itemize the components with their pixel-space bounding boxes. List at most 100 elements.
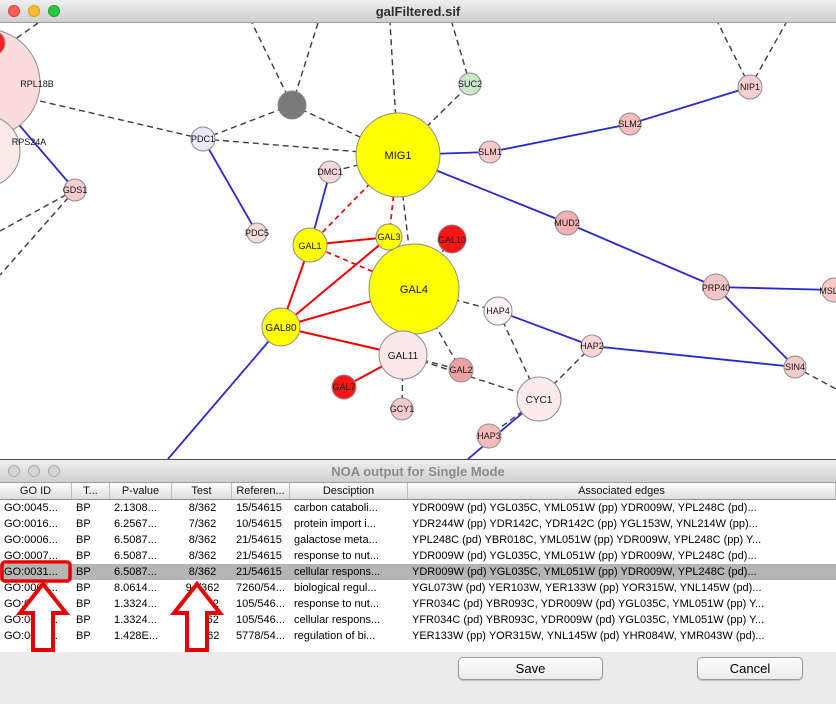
- table-cell[interactable]: YER133W (pp) YOR315W, YNL145W (pd) YHR08…: [412, 630, 765, 642]
- table-row[interactable]: GO:0045... BP 2.1308... 8/362 15/54615 carbon…: [0, 500, 836, 516]
- table-cell[interactable]: cellular respons...: [294, 566, 381, 578]
- table-cell[interactable]: GO:0045...: [4, 502, 58, 514]
- node-hap4[interactable]: [483, 296, 513, 326]
- node-hap3[interactable]: [476, 423, 502, 449]
- zoom-button[interactable]: [48, 465, 60, 477]
- table-cell[interactable]: galactose meta...: [294, 534, 378, 546]
- node-gal1[interactable]: [292, 227, 328, 263]
- table-cell[interactable]: GO:0009...: [4, 598, 58, 610]
- node-unlabeled-red[interactable]: [0, 31, 6, 55]
- table-cell[interactable]: YDR244W (pp) YDR142C, YDR142C (pp) YGL15…: [412, 518, 758, 530]
- table-cell[interactable]: 6.5087...: [114, 566, 157, 578]
- table-cell[interactable]: 11/362: [186, 598, 219, 610]
- node-pdc1[interactable]: [190, 126, 216, 152]
- table-cell[interactable]: GO:0007...: [4, 550, 58, 562]
- node-hap2[interactable]: [580, 334, 604, 358]
- table-cell[interactable]: GO:0031...: [4, 566, 58, 578]
- table-cell[interactable]: biological regul...: [294, 582, 377, 594]
- node-nip1[interactable]: [737, 74, 763, 100]
- table-cell[interactable]: BP: [76, 614, 91, 626]
- table-cell[interactable]: 8.0614...: [114, 582, 157, 594]
- column-header-test[interactable]: Test: [172, 483, 232, 499]
- table-cell[interactable]: 5778/54...: [236, 630, 285, 642]
- minimize-button[interactable]: [28, 465, 40, 477]
- network-titlebar[interactable]: galFiltered.sif: [0, 0, 836, 23]
- zoom-button[interactable]: [48, 5, 60, 17]
- node-gal7[interactable]: [331, 374, 357, 400]
- node-gcy1[interactable]: [390, 397, 414, 421]
- table-cell[interactable]: 10/54615: [236, 518, 282, 530]
- network-canvas[interactable]: RPL18B RPS24A GDS1 PDC1 DMC1 MIG1 SUC2 S…: [0, 23, 836, 459]
- table-cell[interactable]: 21/54615: [236, 534, 282, 546]
- table-cell[interactable]: GO:0050...: [4, 630, 58, 642]
- column-header-reference[interactable]: Referen...: [232, 483, 290, 499]
- table-cell[interactable]: 1.428E...: [114, 630, 159, 642]
- table-cell[interactable]: 8/362: [188, 566, 217, 578]
- table-cell[interactable]: YFR034C (pd) YBR093C, YDR009W (pd) YGL03…: [412, 598, 765, 610]
- close-button[interactable]: [8, 5, 20, 17]
- table-cell[interactable]: 2.1308...: [114, 502, 157, 514]
- node-mud2[interactable]: [554, 210, 580, 236]
- node-unlabeled-gray[interactable]: [277, 90, 307, 120]
- table-cell[interactable]: YDR009W (pd) YGL035C, YML051W (pp) YDR00…: [412, 550, 757, 562]
- table-cell[interactable]: response to nut...: [294, 598, 379, 610]
- node-prp40[interactable]: [702, 273, 730, 301]
- table-cell[interactable]: BP: [76, 582, 91, 594]
- node-gal3[interactable]: [375, 223, 403, 251]
- node-slm1[interactable]: [478, 140, 502, 164]
- table-cell[interactable]: BP: [76, 502, 91, 514]
- table-cell[interactable]: YGL073W (pd) YER103W, YER133W (pp) YOR31…: [412, 582, 762, 594]
- table-cell[interactable]: protein import i...: [294, 518, 376, 530]
- table-cell[interactable]: 1.3324...: [114, 598, 157, 610]
- column-header-type[interactable]: T...: [72, 483, 110, 499]
- node-sin4[interactable]: [783, 355, 807, 379]
- column-header-p-value[interactable]: P-value: [110, 483, 172, 499]
- table-cell[interactable]: YPL248C (pd) YBR018C, YML051W (pp) YDR00…: [412, 534, 762, 546]
- minimize-button[interactable]: [28, 5, 40, 17]
- table-cell[interactable]: response to nut...: [294, 550, 379, 562]
- table-cell[interactable]: 21/54615: [236, 550, 282, 562]
- table-cell[interactable]: YDR009W (pd) YGL035C, YML051W (pp) YDR00…: [412, 566, 757, 578]
- table-cell[interactable]: BP: [76, 518, 91, 530]
- node-gal2[interactable]: [448, 357, 474, 383]
- table-cell[interactable]: 8/362: [188, 502, 217, 514]
- table-cell[interactable]: 80/362: [185, 630, 220, 642]
- table-cell[interactable]: GO:0006...: [4, 534, 58, 546]
- table-cell[interactable]: 15/54615: [236, 502, 282, 514]
- table-cell[interactable]: 8/362: [188, 550, 217, 562]
- node-msl1[interactable]: [821, 277, 836, 303]
- table-cell[interactable]: 105/546...: [236, 614, 285, 626]
- table-cell[interactable]: BP: [76, 598, 91, 610]
- table-cell[interactable]: 1.3324...: [114, 614, 157, 626]
- table-cell[interactable]: 7/362: [188, 518, 217, 530]
- table-cell[interactable]: 7260/54...: [236, 582, 285, 594]
- node-gal80[interactable]: [261, 307, 301, 347]
- save-button[interactable]: Save: [458, 657, 603, 680]
- table-cell[interactable]: 11/362: [186, 614, 219, 626]
- node-rpl18b[interactable]: [0, 29, 41, 137]
- table-cell[interactable]: cellular respons...: [294, 614, 381, 626]
- table-cell[interactable]: YDR009W (pd) YGL035C, YML051W (pp) YDR00…: [412, 502, 757, 514]
- column-header-go-id[interactable]: GO ID: [0, 483, 72, 499]
- noa-titlebar[interactable]: NOA output for Single Mode: [0, 460, 836, 483]
- node-suc2[interactable]: [458, 72, 482, 96]
- node-gal10[interactable]: [437, 224, 467, 254]
- table-cell[interactable]: carbon cataboli...: [294, 502, 378, 514]
- table-cell[interactable]: BP: [76, 550, 91, 562]
- table-cell[interactable]: 94/362: [185, 582, 220, 594]
- table-cell[interactable]: GO:0031...: [4, 614, 58, 626]
- node-slm2[interactable]: [618, 112, 642, 136]
- table-cell[interactable]: BP: [76, 566, 91, 578]
- table-cell[interactable]: 8/362: [188, 534, 217, 546]
- table-cell[interactable]: BP: [76, 534, 91, 546]
- node-mig1[interactable]: [355, 112, 441, 198]
- node-cyc1[interactable]: [516, 376, 562, 422]
- node-pdc5[interactable]: [246, 222, 268, 244]
- node-gal11[interactable]: [378, 330, 428, 380]
